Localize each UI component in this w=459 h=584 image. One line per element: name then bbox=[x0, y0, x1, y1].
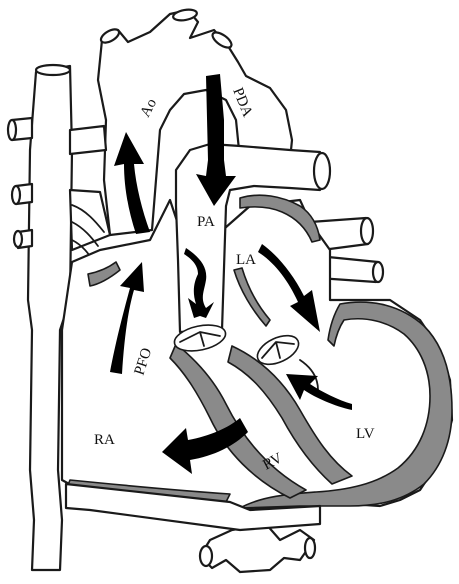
label-lv: LV bbox=[356, 426, 375, 442]
label-pa: PA bbox=[197, 214, 215, 230]
label-la: LA bbox=[236, 252, 256, 268]
vena-cava bbox=[8, 65, 72, 570]
vessel-connectors bbox=[70, 126, 110, 262]
label-ra: RA bbox=[94, 432, 115, 448]
